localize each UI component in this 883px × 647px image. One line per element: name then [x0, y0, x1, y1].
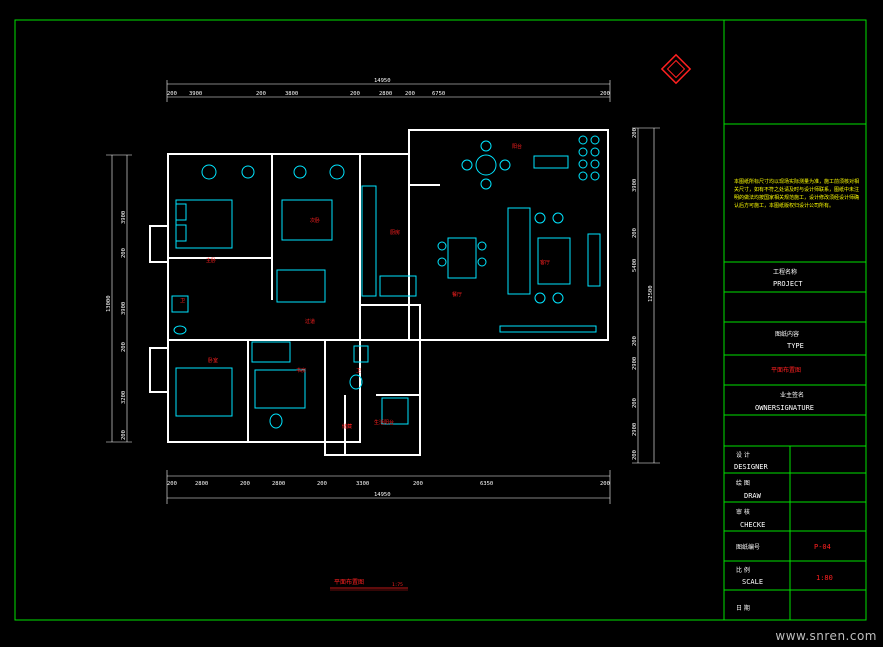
dim-right-segment: 200	[632, 128, 638, 138]
dim-top-segment: 2800	[379, 91, 392, 97]
dim-top-segment: 200	[256, 91, 266, 97]
dim-right-overall: 12500	[648, 285, 654, 302]
dim-bottom-segment: 200	[240, 481, 250, 487]
dim-top-segment: 200	[405, 91, 415, 97]
scale-label-en: SCALE	[742, 578, 763, 586]
dimension-lines	[106, 80, 660, 504]
room-label: 阳台	[512, 143, 522, 150]
dim-bottom-segment: 2800	[272, 481, 285, 487]
dim-right-segment: 2900	[632, 357, 638, 370]
dim-bottom-segment: 200	[413, 481, 423, 487]
room-label: 客厅	[540, 259, 550, 266]
type-label-cn: 图纸内容	[775, 330, 799, 338]
room-label: 主卧	[206, 257, 216, 264]
room-label: 餐厅	[452, 291, 462, 298]
dim-left-segment: 3900	[121, 302, 127, 315]
scale-label-cn: 比 例	[736, 566, 750, 574]
dim-top-segment: 6750	[432, 91, 445, 97]
draw-label-en: DRAW	[744, 492, 762, 500]
dim-right-segment: 200	[632, 336, 638, 346]
dim-top-segment: 3900	[189, 91, 202, 97]
dim-left-overall: 13000	[106, 295, 112, 312]
room-label: 生活阳台	[374, 419, 394, 426]
date-label: 日 期	[736, 604, 750, 612]
dim-right-segment: 2900	[632, 423, 638, 436]
owner-label-en: OWNERSIGNATURE	[755, 404, 814, 412]
design-notes: 本图纸所标尺寸均以现场实际测量为准，施工前须核对相关尺寸，如有不符之处请及时与设…	[734, 179, 860, 209]
designer-label-cn: 设 计	[736, 451, 750, 459]
owner-label-cn: 业主签名	[780, 391, 804, 399]
type-label-en: TYPE	[787, 342, 804, 350]
scale-value: 1:80	[816, 574, 833, 582]
drawing-title-scale: 1:75	[392, 582, 403, 588]
dim-right-segment: 3900	[632, 179, 638, 192]
room-label: 卫	[356, 368, 361, 374]
dim-left-segment: 200	[121, 430, 127, 440]
dim-bottom-segment: 2800	[195, 481, 208, 487]
dim-right-segment: 200	[632, 450, 638, 460]
dim-bottom-segment: 200	[167, 481, 177, 487]
dim-left-segment: 3200	[121, 391, 127, 404]
draw-label-cn: 绘 图	[736, 479, 750, 487]
room-label: 储藏	[342, 423, 352, 430]
check-label-en: CHECKE	[740, 521, 765, 529]
dim-bottom-segment: 200	[600, 481, 610, 487]
number-label: 图纸编号	[736, 543, 760, 551]
project-label-en: PROJECT	[773, 280, 803, 288]
company-logo-icon	[660, 53, 692, 85]
dim-right-segment: 5400	[632, 259, 638, 272]
floor-plan-walls	[149, 129, 609, 456]
dim-bottom-overall: 14950	[374, 492, 391, 498]
room-label: 卫	[180, 298, 185, 304]
number-value: P-04	[814, 543, 831, 551]
check-label-cn: 审 核	[736, 508, 750, 516]
title-block	[723, 20, 866, 620]
watermark: www.snren.com	[775, 629, 877, 643]
room-label: 卧室	[208, 357, 218, 364]
dim-right-segment: 200	[632, 228, 638, 238]
project-label-cn: 工程名称	[773, 268, 797, 276]
designer-label-en: DESIGNER	[734, 463, 769, 471]
dim-top-segment: 200	[600, 91, 610, 97]
dim-left-segment: 200	[121, 342, 127, 352]
dim-top-segment: 200	[167, 91, 177, 97]
dim-top-segment: 200	[350, 91, 360, 97]
dim-bottom-segment: 6350	[480, 481, 493, 487]
drawing-title: 平面布置图	[334, 578, 364, 586]
dim-top-segment: 3800	[285, 91, 298, 97]
dim-bottom-segment: 200	[317, 481, 327, 487]
room-label: 厨房	[390, 229, 400, 236]
drawing-frame	[14, 19, 867, 621]
dim-left-segment: 3900	[121, 211, 127, 224]
dim-left-segment: 200	[121, 248, 127, 258]
furniture	[171, 135, 601, 429]
type-value: 平面布置图	[771, 366, 801, 374]
dim-top-overall: 14950	[374, 78, 391, 84]
drawing-title-block: 平面布置图 1:75	[330, 578, 408, 591]
dim-right-segment: 200	[632, 398, 638, 408]
room-label: 次卧	[310, 217, 320, 224]
room-label: 书房	[296, 367, 306, 374]
dim-bottom-segment: 3300	[356, 481, 369, 487]
room-label: 过道	[305, 318, 315, 325]
